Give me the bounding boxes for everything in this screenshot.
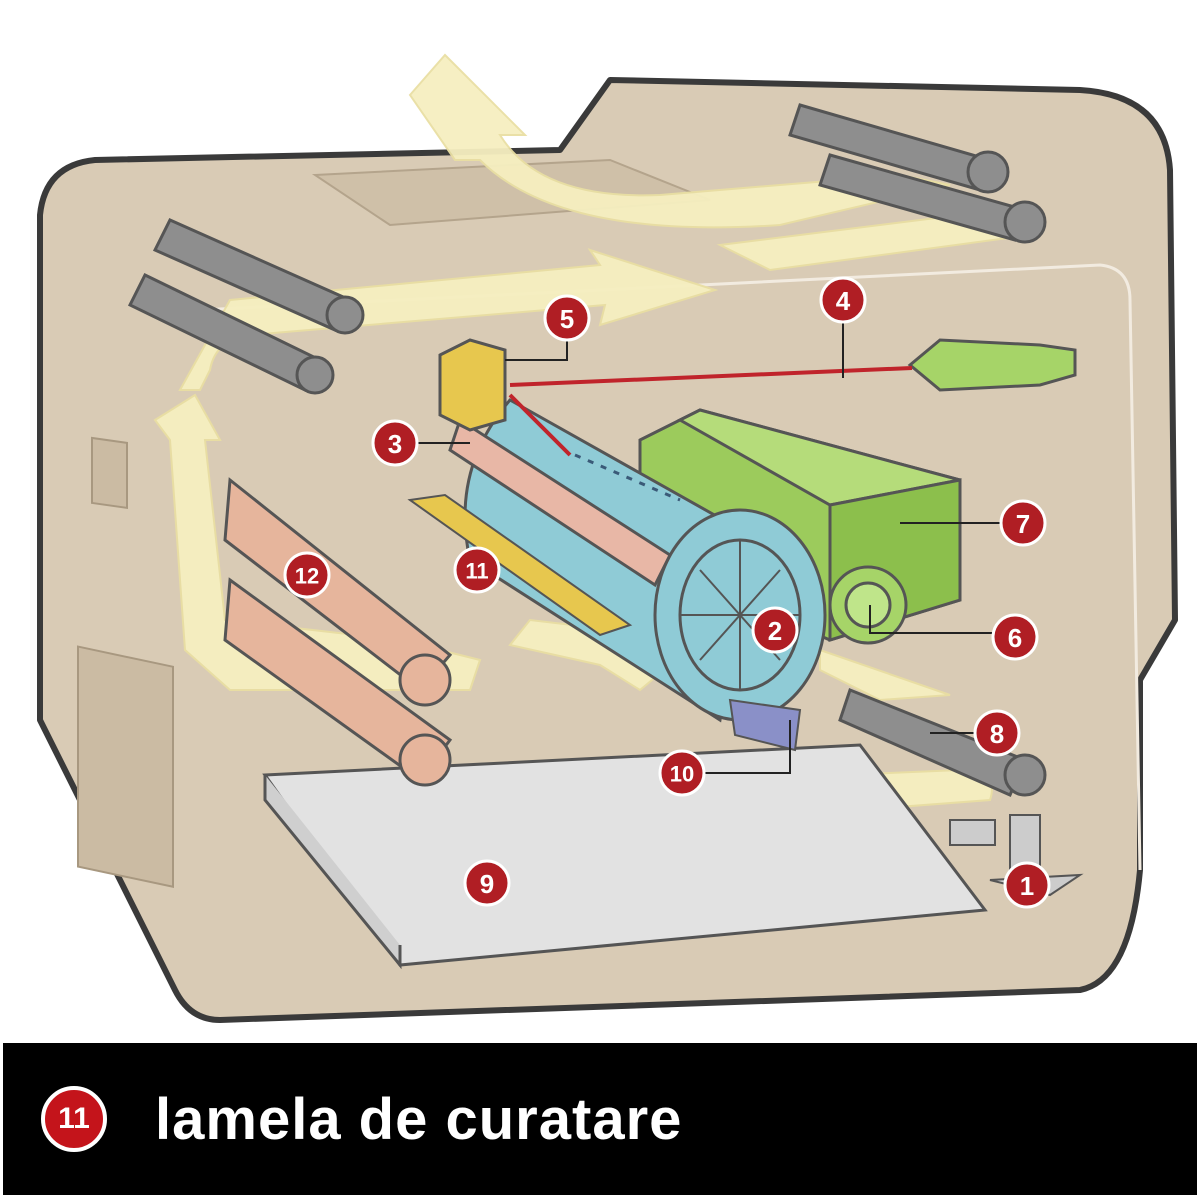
svg-text:12: 12 bbox=[295, 564, 319, 589]
charge-roller bbox=[448, 417, 672, 588]
transfer-rollers bbox=[223, 477, 453, 787]
callout-9: 9 bbox=[463, 859, 511, 907]
caption-bar: 11 lamela de curatare bbox=[3, 1043, 1197, 1195]
paper-tray bbox=[262, 743, 988, 970]
leader-lines bbox=[417, 322, 1000, 774]
discharge-lamp bbox=[728, 698, 802, 752]
svg-text:6: 6 bbox=[1008, 623, 1022, 653]
svg-text:11: 11 bbox=[465, 559, 488, 584]
caption-text: lamela de curatare bbox=[155, 1086, 683, 1152]
rollers bbox=[127, 103, 1047, 797]
callout-11: 11 bbox=[453, 546, 501, 594]
svg-text:4: 4 bbox=[836, 286, 851, 316]
polygon-mirror bbox=[438, 338, 507, 432]
callout-1: 1 bbox=[1003, 861, 1051, 909]
svg-text:1: 1 bbox=[1020, 871, 1034, 901]
cleaning-blade bbox=[407, 493, 633, 637]
caption-number-badge: 11 bbox=[41, 1086, 107, 1152]
callout-7: 7 bbox=[999, 499, 1047, 547]
laser-beam bbox=[508, 366, 913, 502]
side-panel bbox=[77, 645, 174, 888]
side-vent bbox=[91, 436, 128, 509]
svg-text:7: 7 bbox=[1016, 509, 1030, 539]
callout-3: 3 bbox=[371, 419, 419, 467]
callout-10: 10 bbox=[658, 749, 706, 797]
callout-12: 12 bbox=[283, 551, 331, 599]
printer-diagram: 1 2 3 4 5 6 7 8 9 10 11 12 bbox=[37, 53, 1178, 1023]
printer-front-panel bbox=[199, 263, 1142, 871]
laser-unit bbox=[907, 338, 1077, 392]
callout-5: 5 bbox=[543, 294, 591, 342]
callout-6: 6 bbox=[991, 613, 1039, 661]
svg-text:5: 5 bbox=[560, 304, 574, 334]
svg-text:9: 9 bbox=[480, 869, 494, 899]
callout-4: 4 bbox=[819, 276, 867, 324]
svg-text:10: 10 bbox=[670, 762, 694, 787]
svg-text:2: 2 bbox=[768, 616, 782, 646]
svg-text:3: 3 bbox=[388, 429, 402, 459]
callout-2: 2 bbox=[751, 606, 799, 654]
svg-text:8: 8 bbox=[990, 719, 1004, 749]
callout-8: 8 bbox=[973, 709, 1021, 757]
